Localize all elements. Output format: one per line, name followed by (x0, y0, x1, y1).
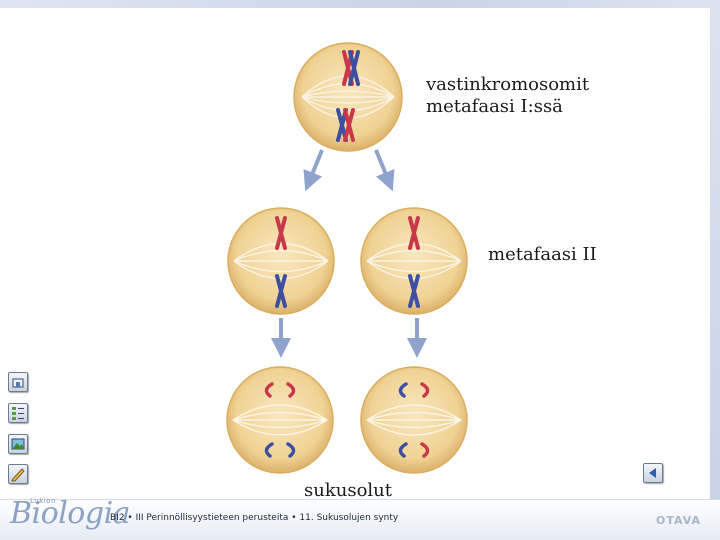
home-icon (12, 378, 24, 388)
image-icon (11, 438, 25, 450)
home-button[interactable] (8, 372, 28, 392)
pencil-icon (11, 468, 25, 482)
footer-text: BI2 • III Perinnöllisyystieteen perustei… (110, 513, 399, 523)
cell-gametes-right (360, 366, 468, 474)
publisher-logo: OTAVA (656, 514, 702, 527)
pencil-button[interactable] (8, 464, 28, 484)
image-button[interactable] (8, 434, 28, 454)
footer-bar (0, 499, 720, 540)
label-metaphase-1-line2: metafaasi I:ssä (426, 96, 563, 117)
arrow-to-left-cell (303, 149, 324, 192)
list-icon (12, 407, 24, 420)
label-metaphase-1-line1: vastinkromosomit (426, 74, 590, 95)
cell-metaphase-2-right (360, 207, 468, 315)
logo-lukion: Lukion (30, 497, 56, 505)
logo-biologia: Biologia (10, 496, 131, 531)
cell-metaphase-1 (293, 42, 403, 152)
chromosome-pair-bottom (336, 108, 355, 142)
cell-gametes-left (226, 366, 334, 474)
top-frame (0, 0, 720, 8)
play-back-icon (649, 468, 656, 478)
right-frame (710, 0, 720, 540)
arrow-to-right-cell (374, 149, 395, 192)
label-gametes: sukusolut (304, 480, 392, 501)
label-metaphase-1: vastinkromosomit metafaasi I:ssä (426, 74, 589, 118)
chromosome-pair-top (342, 50, 360, 86)
cell-metaphase-2-left (227, 207, 335, 315)
label-metaphase-2: metafaasi II (488, 244, 597, 265)
back-button[interactable] (643, 463, 663, 483)
list-button[interactable] (8, 403, 28, 423)
